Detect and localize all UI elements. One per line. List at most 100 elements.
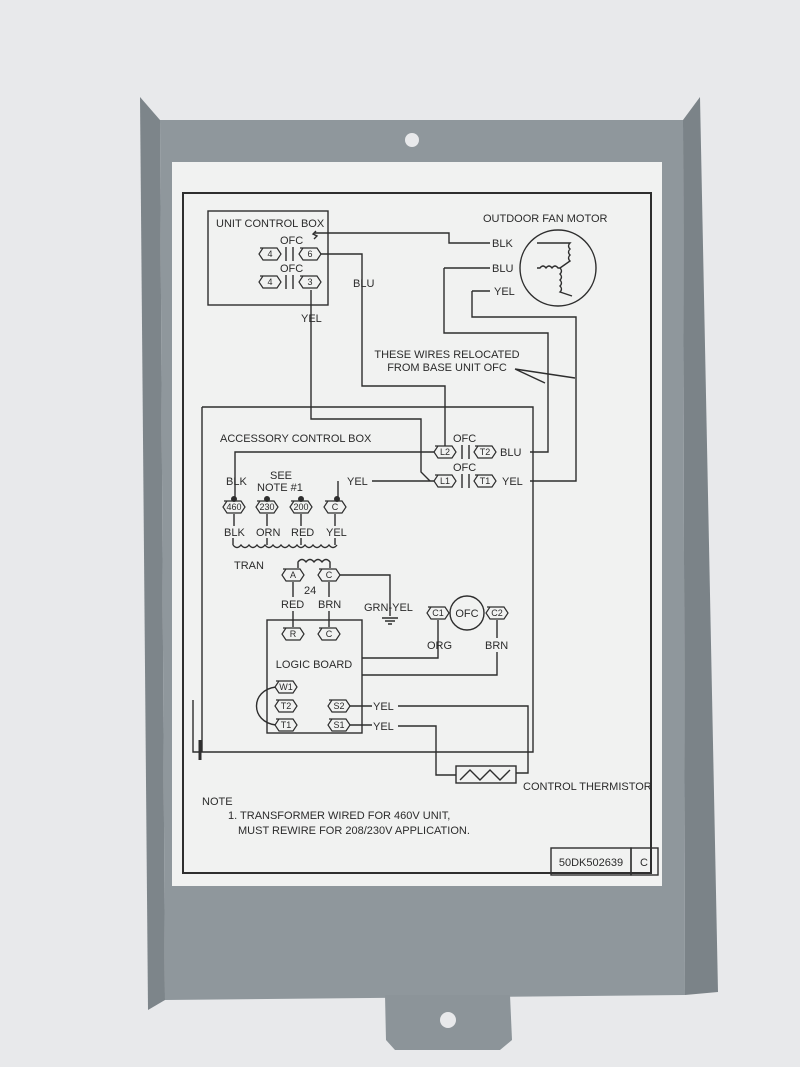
mounting-hole-top bbox=[405, 133, 419, 147]
outdoor-fan-motor-title: OUTDOOR FAN MOTOR bbox=[483, 213, 608, 225]
accessory-control-box-title: ACCESSORY CONTROL BOX bbox=[220, 433, 372, 445]
sec-wire-red: RED bbox=[281, 599, 304, 611]
tap-200: 200 bbox=[289, 500, 313, 514]
tap-dots bbox=[231, 496, 340, 502]
svg-text:6: 6 bbox=[307, 249, 312, 259]
ofc-label: OFC bbox=[453, 462, 476, 474]
tap-c: C bbox=[323, 500, 347, 514]
terminal-t2-lb: T2 bbox=[274, 699, 298, 713]
ofc-label: OFC bbox=[453, 433, 476, 445]
terminal-t1: T1 bbox=[473, 474, 497, 488]
relocated-note-line1: THESE WIRES RELOCATED bbox=[374, 349, 519, 361]
terminal-hex bbox=[289, 500, 313, 514]
svg-text:C: C bbox=[326, 570, 333, 580]
ofc-wire-org: ORG bbox=[427, 640, 452, 652]
relocated-note-line2: FROM BASE UNIT OFC bbox=[387, 362, 507, 374]
diagram-labels: UNIT CONTROL BOX OFC OFC BLU YEL OUTDOOR… bbox=[202, 213, 652, 837]
terminal-hex bbox=[323, 500, 347, 514]
part-number: 50DK502639 bbox=[559, 857, 623, 869]
voltage-label: 24 bbox=[304, 585, 316, 597]
terminal-hex bbox=[258, 275, 282, 289]
tap-460: 460 bbox=[222, 500, 246, 514]
terminal-hex bbox=[433, 445, 457, 459]
terminal-hex bbox=[317, 568, 341, 582]
svg-text:L1: L1 bbox=[440, 476, 450, 486]
terminal-ucb-3: 3 bbox=[298, 275, 322, 289]
see-note-label: SEE bbox=[270, 470, 292, 482]
terminal-a: A bbox=[281, 568, 305, 582]
svg-text:3: 3 bbox=[307, 277, 312, 287]
terminal-t1-lb: T1 bbox=[274, 718, 298, 732]
terminal-hex bbox=[473, 445, 497, 459]
tran-label: TRAN bbox=[234, 560, 264, 572]
svg-text:200: 200 bbox=[293, 502, 308, 512]
terminal-hex bbox=[281, 568, 305, 582]
terminal-l1: L1 bbox=[433, 474, 457, 488]
note-heading: NOTE bbox=[202, 796, 233, 808]
terminal-hex bbox=[327, 718, 351, 732]
terminal-s1: S1 bbox=[327, 718, 351, 732]
svg-text:T1: T1 bbox=[281, 720, 292, 730]
note-line: 1. TRANSFORMER WIRED FOR 460V UNIT, bbox=[228, 810, 450, 822]
unit-control-box-title: UNIT CONTROL BOX bbox=[216, 218, 325, 230]
revision: C bbox=[640, 857, 648, 869]
terminal-c2: C2 bbox=[485, 606, 509, 620]
terminal-hex bbox=[255, 500, 279, 514]
terminal-s2: S2 bbox=[327, 699, 351, 713]
terminal-w1: W1 bbox=[274, 680, 298, 694]
svg-text:4: 4 bbox=[267, 249, 272, 259]
wire-label-yel: YEL bbox=[301, 313, 322, 325]
motor-wire-blu: BLU bbox=[492, 263, 513, 275]
wiring-label bbox=[172, 162, 662, 886]
logic-board-title: LOGIC BOARD bbox=[276, 659, 352, 671]
terminal-hex bbox=[426, 606, 450, 620]
terminal-c1: C1 bbox=[426, 606, 450, 620]
control-thermistor-label: CONTROL THERMISTOR bbox=[523, 781, 652, 793]
ofc-wire-brn: BRN bbox=[485, 640, 508, 652]
terminals: 4 6 4 3 L2 T2 L1 T1 460 230 200 C A C R … bbox=[222, 247, 509, 732]
svg-text:C: C bbox=[332, 502, 339, 512]
tap-wire: BLK bbox=[224, 527, 245, 539]
label-border bbox=[182, 192, 652, 874]
svg-text:R: R bbox=[290, 629, 297, 639]
svg-text:4: 4 bbox=[267, 277, 272, 287]
note-line: MUST REWIRE FOR 208/230V APPLICATION. bbox=[238, 825, 470, 837]
terminal-hex bbox=[485, 606, 509, 620]
sensor-wire-yel: YEL bbox=[373, 721, 394, 733]
part-number-box: 50DK502639 C bbox=[550, 847, 659, 876]
ofc-label: OFC bbox=[280, 235, 303, 247]
svg-text:C: C bbox=[326, 629, 333, 639]
svg-text:A: A bbox=[290, 570, 296, 580]
motor-wire-yel: YEL bbox=[494, 286, 515, 298]
tap-wire: RED bbox=[291, 527, 314, 539]
see-note-label: NOTE #1 bbox=[257, 482, 303, 494]
terminal-hex bbox=[274, 680, 298, 694]
terminal-hex bbox=[222, 500, 246, 514]
blk-label: BLK bbox=[226, 476, 247, 488]
svg-text:L2: L2 bbox=[440, 447, 450, 457]
terminal-ucb-6: 6 bbox=[298, 247, 322, 261]
terminal-hex bbox=[473, 474, 497, 488]
terminal-hex bbox=[298, 247, 322, 261]
svg-text:S2: S2 bbox=[333, 701, 344, 711]
terminal-hex bbox=[274, 699, 298, 713]
ofc-label: OFC bbox=[280, 263, 303, 275]
svg-text:C1: C1 bbox=[432, 608, 444, 618]
svg-text:T2: T2 bbox=[480, 447, 491, 457]
terminal-ucb-4b: 4 bbox=[258, 275, 282, 289]
motor-wire-blk: BLK bbox=[492, 238, 513, 250]
sec-wire-brn: BRN bbox=[318, 599, 341, 611]
tap-wire: YEL bbox=[326, 527, 347, 539]
terminal-ucb-4a: 4 bbox=[258, 247, 282, 261]
terminal-c-lb: C bbox=[317, 627, 341, 641]
terminal-hex bbox=[298, 275, 322, 289]
wires bbox=[192, 210, 597, 784]
mounting-hole-bottom bbox=[440, 1012, 456, 1028]
terminal-hex bbox=[433, 474, 457, 488]
sensor-wire-yel: YEL bbox=[373, 701, 394, 713]
out-wire-blu: BLU bbox=[500, 447, 521, 459]
terminal-t2: T2 bbox=[473, 445, 497, 459]
svg-text:S1: S1 bbox=[333, 720, 344, 730]
tap-wire: ORN bbox=[256, 527, 281, 539]
